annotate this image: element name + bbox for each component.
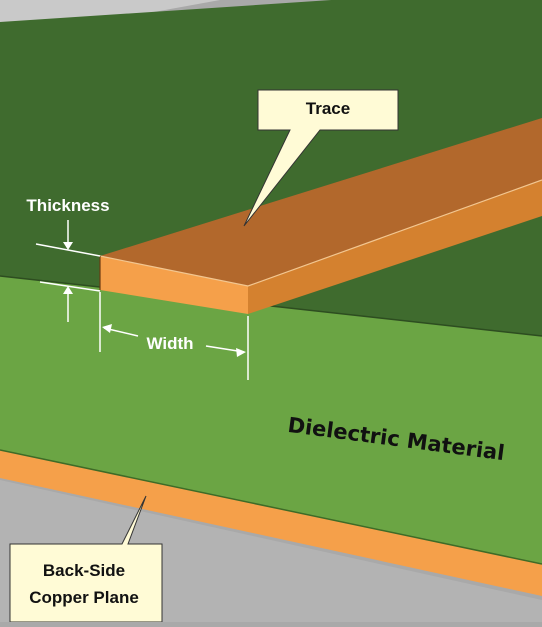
trace-front-face bbox=[100, 256, 248, 314]
copper-plane bbox=[0, 448, 542, 596]
thickness-label: Thickness bbox=[26, 196, 109, 215]
width-label: Width bbox=[146, 334, 193, 353]
thickness-extension-bottom bbox=[39, 281, 101, 292]
trace-label: Trace bbox=[306, 99, 350, 118]
trace-callout bbox=[243, 89, 399, 227]
width-arrowhead-left bbox=[102, 324, 112, 333]
backplane-label-line1: Back-Side bbox=[43, 561, 125, 580]
thickness-arrowhead-top bbox=[63, 242, 73, 250]
trace-edge-highlight bbox=[99, 179, 542, 287]
dielectric-bottom-edge bbox=[0, 449, 542, 565]
width-arrowhead-right bbox=[236, 348, 246, 357]
dielectric-front-face bbox=[0, 276, 542, 564]
trace-top-face bbox=[100, 118, 542, 286]
thickness-arrowhead-bottom bbox=[63, 286, 73, 294]
trace-side-face bbox=[248, 180, 542, 314]
backplane-label-line2: Copper Plane bbox=[29, 588, 139, 607]
